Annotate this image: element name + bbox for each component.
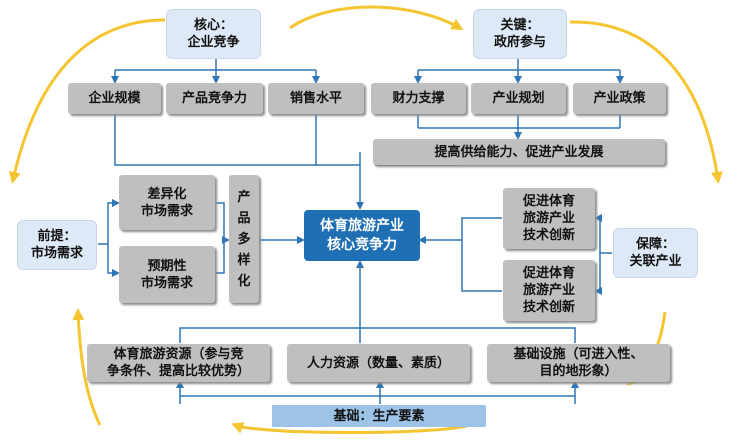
- center-line-1: 体育旅游产业: [320, 217, 404, 234]
- key-label: 关键：: [500, 18, 540, 33]
- resource-line-2: 争条件、提高比较优势）: [106, 364, 250, 379]
- guarantee-label: 保障：: [635, 237, 675, 252]
- cycle-arrow: [231, 422, 471, 434]
- enterprise-scale-box: 企业规模: [68, 83, 161, 114]
- connector: [179, 395, 576, 404]
- infra-line-1: 基础设施（可进入性、: [513, 347, 644, 362]
- diversity-char: 品: [237, 210, 251, 226]
- human-resource-box: 人力资源（数量、素质）: [287, 344, 470, 382]
- cycle-arrow: [8, 18, 166, 184]
- foundation-node: 基础：生产要素: [272, 405, 486, 427]
- industry-policy-box: 产业政策: [573, 83, 666, 114]
- supply-capacity-box: 提高供给能力、促进产业发展: [373, 139, 665, 165]
- core-value: 企业竞争: [187, 35, 240, 50]
- core-node: 核心： 企业竞争: [166, 9, 261, 59]
- sales-level-box: 销售水平: [268, 83, 364, 114]
- diversity-char: 样: [237, 252, 251, 268]
- connector: [216, 240, 225, 274]
- tech-innovation-box-1: 促进体育 旅游产业 技术创新: [503, 188, 595, 249]
- cycle-arrow: [569, 20, 723, 184]
- tech1-line-3: 技术创新: [522, 228, 575, 243]
- tech2-line-3: 技术创新: [522, 300, 575, 315]
- connector: [114, 114, 360, 166]
- premise-node: 前提： 市场需求: [17, 220, 97, 270]
- key-node: 关键： 政府参与: [473, 9, 567, 59]
- tech2-line-1: 促进体育: [522, 266, 575, 281]
- cycle-arrow: [289, 5, 464, 30]
- diversity-char: 化: [237, 273, 251, 289]
- industry-planning-box: 产业规划: [471, 83, 566, 114]
- premise-value: 市场需求: [30, 246, 83, 261]
- tech1-line-2: 旅游产业: [522, 211, 575, 226]
- diff-line-2: 市场需求: [140, 203, 193, 219]
- core-competitiveness-node: 体育旅游产业 核心竞争力: [304, 210, 420, 261]
- connector: [216, 202, 230, 244]
- guarantee-node: 保障： 关联产业: [613, 228, 698, 278]
- sports-tourism-resource-box: 体育旅游资源（参与竞 争条件、提高比较优势）: [87, 344, 270, 382]
- connector: [107, 244, 120, 277]
- resource-line-1: 体育旅游资源（参与竞: [113, 347, 244, 362]
- connector: [594, 253, 602, 295]
- tech2-line-2: 旅游产业: [522, 283, 575, 298]
- product-competitiveness-box: 产品竞争力: [166, 83, 263, 114]
- key-value: 政府参与: [493, 35, 546, 50]
- connector: [461, 217, 502, 292]
- cycle-arrow: [72, 308, 102, 426]
- core-label: 核心：: [193, 18, 233, 33]
- expect-line-2: 市场需求: [140, 275, 193, 291]
- connector: [594, 214, 612, 254]
- tech1-line-1: 促进体育: [522, 194, 575, 209]
- premise-label: 前提：: [37, 229, 77, 244]
- financial-support-box: 财力支撑: [371, 83, 466, 114]
- tech-innovation-box-2: 促进体育 旅游产业 技术创新: [503, 260, 595, 321]
- diversity-char: 产: [237, 189, 251, 205]
- diff-line-1: 差异化: [147, 186, 187, 202]
- product-diversity-box: 产 品 多 样 化: [229, 175, 259, 303]
- differentiated-demand-box: 差异化 市场需求: [119, 175, 215, 230]
- infra-line-2: 目的地形象）: [539, 364, 618, 379]
- connector: [179, 327, 576, 343]
- center-line-2: 核心竞争力: [327, 236, 397, 253]
- diversity-char: 多: [237, 231, 251, 247]
- infrastructure-box: 基础设施（可进入性、 目的地形象）: [487, 344, 670, 382]
- expected-demand-box: 预期性 市场需求: [119, 246, 215, 303]
- expect-line-1: 预期性: [147, 258, 187, 274]
- guarantee-value: 关联产业: [629, 254, 682, 269]
- connector: [98, 199, 120, 245]
